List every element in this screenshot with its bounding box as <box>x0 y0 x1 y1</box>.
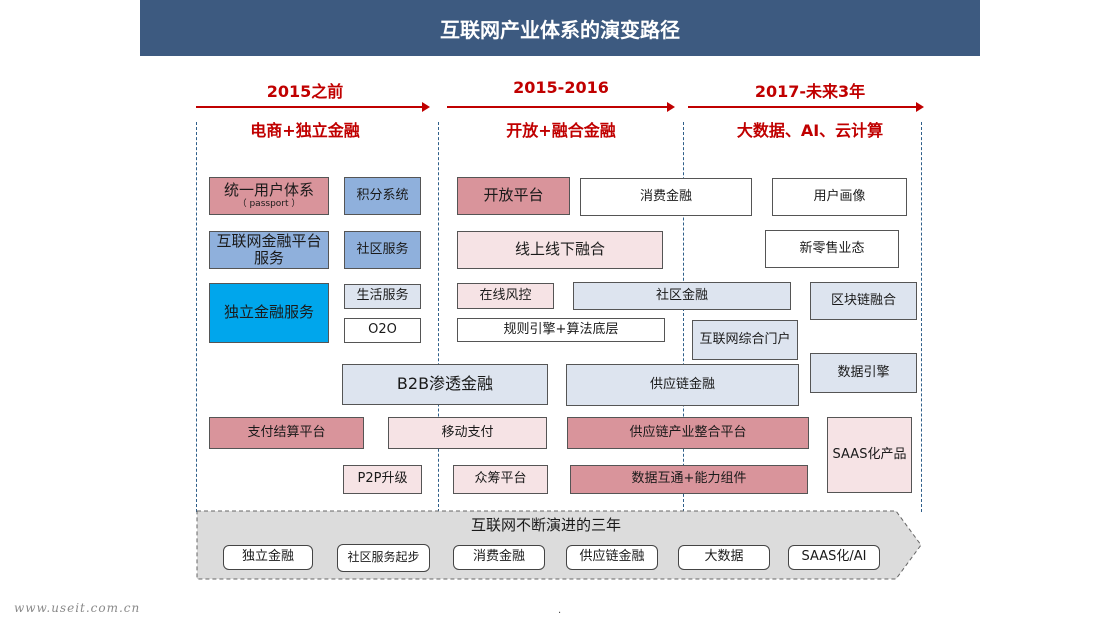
community-finance-box: 社区金融 <box>573 282 791 310</box>
era-period-1: 2015之前 <box>266 82 344 101</box>
user-profile-box: 用户画像 <box>772 178 907 216</box>
online-risk-control-box: 在线风控 <box>457 283 554 309</box>
footer-mark: . <box>558 605 562 616</box>
supply-chain-platform-box: 供应链产业整合平台 <box>567 417 809 449</box>
evolution-item-1: 独立金融 <box>223 545 313 570</box>
internet-portal-box: 互联网综合门户 <box>692 320 798 360</box>
rule-engine-box: 规则引擎+算法底层 <box>457 318 665 342</box>
life-service-box: 生活服务 <box>344 284 421 309</box>
crowdfunding-box: 众筹平台 <box>453 465 548 494</box>
era-theme-1: 电商+独立金融 <box>250 121 360 140</box>
evolution-item-6: SAAS化/AI <box>788 545 880 570</box>
divider-1 <box>438 122 439 512</box>
new-retail-box: 新零售业态 <box>765 230 899 268</box>
p2p-upgrade-box: P2P升级 <box>343 465 422 494</box>
o2o-box: O2O <box>344 318 421 343</box>
evolution-title: 互联网不断演进的三年 <box>470 516 621 534</box>
evolution-item-3: 消费金融 <box>453 545 545 570</box>
points-system-box: 积分系统 <box>344 177 421 215</box>
evolution-item-5: 大数据 <box>678 545 770 570</box>
divider-2 <box>683 122 684 512</box>
mobile-payment-box: 移动支付 <box>388 417 547 449</box>
unified-user-system-sublabel: （ passport ） <box>237 199 301 210</box>
internet-finance-platform-box: 互联网金融平台服务 <box>209 231 329 269</box>
supply-chain-finance-box: 供应链金融 <box>566 364 799 406</box>
unified-user-system-box: 统一用户体系 （ passport ） <box>209 177 329 215</box>
watermark: www.useit.com.cn <box>14 601 141 615</box>
unified-user-system-label: 统一用户体系 <box>223 181 314 200</box>
online-offline-fusion-box: 线上线下融合 <box>457 231 663 269</box>
data-interconnect-box: 数据互通+能力组件 <box>570 465 808 494</box>
evolution-item-2: 社区服务起步 <box>337 544 430 572</box>
era-arrow-3 <box>688 102 924 112</box>
divider-left <box>196 122 197 512</box>
era-theme-3: 大数据、AI、云计算 <box>736 121 884 140</box>
consumer-finance-box: 消费金融 <box>580 178 752 216</box>
payment-settlement-box: 支付结算平台 <box>209 417 364 449</box>
page-title: 互联网产业体系的演变路径 <box>140 0 980 56</box>
saas-products-box: SAAS化产品 <box>827 417 912 493</box>
evolution-band: 互联网不断演进的三年 独立金融 社区服务起步 消费金融 供应链金融 大数据 SA… <box>196 510 922 580</box>
evolution-item-4: 供应链金融 <box>566 545 658 570</box>
independent-finance-service-box: 独立金融服务 <box>209 283 329 343</box>
era-arrow-1 <box>196 102 430 112</box>
divider-right <box>921 122 922 512</box>
blockchain-fusion-box: 区块链融合 <box>810 282 917 320</box>
era-theme-2: 开放+融合金融 <box>506 121 616 140</box>
era-period-3: 2017-未来3年 <box>754 82 866 101</box>
b2b-finance-box: B2B渗透金融 <box>342 364 548 405</box>
open-platform-box: 开放平台 <box>457 177 570 215</box>
data-engine-box: 数据引擎 <box>810 353 917 393</box>
community-service-box: 社区服务 <box>344 231 421 269</box>
era-arrow-2 <box>447 102 675 112</box>
era-period-2: 2015-2016 <box>513 78 609 97</box>
